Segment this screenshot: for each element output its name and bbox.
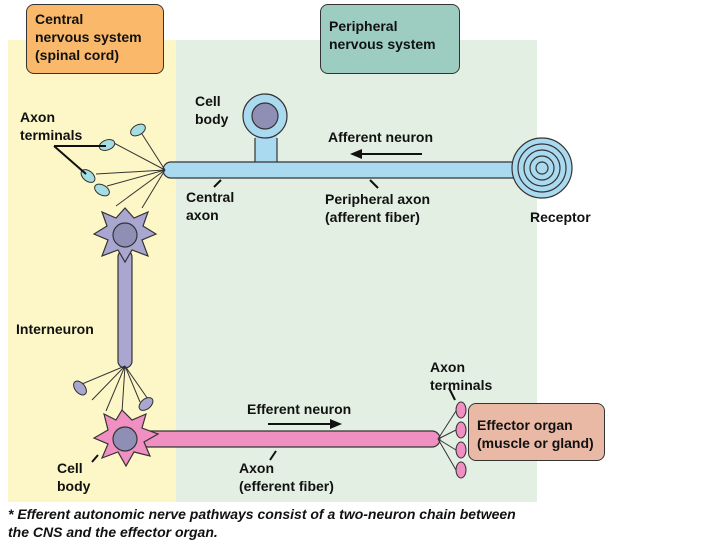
footnote: * Efferent autonomic nerve pathways cons… <box>8 506 516 540</box>
label-axon-efferent: Axon (efferent fiber) <box>239 460 334 494</box>
efferent-direction-arrow <box>268 419 342 429</box>
label-afferent-neuron: Afferent neuron <box>328 129 433 145</box>
label-axon-terminals-right: Axon terminals <box>430 359 493 393</box>
efferent-neuron <box>92 409 441 468</box>
afferent-nucleus <box>251 102 279 130</box>
label-central-axon: Central axon <box>186 189 235 223</box>
label-axon-terminals-left: Axon terminals <box>20 109 83 143</box>
afferent-direction-arrow <box>350 149 422 159</box>
label-efferent-neuron: Efferent neuron <box>247 401 352 417</box>
cns-region <box>8 40 176 502</box>
label-cell-body-top: Cell body <box>195 93 229 127</box>
interneuron-axon-terminals <box>73 365 154 413</box>
efferent-nucleus <box>112 426 138 452</box>
label-receptor: Receptor <box>530 209 591 225</box>
afferent-axon-terminals <box>80 123 166 209</box>
pointer-lines <box>53 145 456 463</box>
pns-label-box: Peripheral nervous system <box>320 4 460 74</box>
interneuron <box>92 207 158 369</box>
label-interneuron: Interneuron <box>16 321 94 337</box>
efferent-fiber <box>139 430 441 448</box>
efferent-axon-terminals <box>437 401 467 479</box>
receptor-icon <box>511 137 573 199</box>
label-peripheral-axon: Peripheral axon (afferent fiber) <box>325 191 431 225</box>
interneuron-nucleus <box>112 222 138 248</box>
cns-label-box: Central nervous system (spinal cord) <box>26 4 164 74</box>
interneuron-axon <box>117 249 133 369</box>
afferent-fiber <box>162 161 524 179</box>
effector-organ-box: Effector organ (muscle or gland) <box>468 403 605 461</box>
label-cell-body-bottom: Cell body <box>57 460 91 494</box>
